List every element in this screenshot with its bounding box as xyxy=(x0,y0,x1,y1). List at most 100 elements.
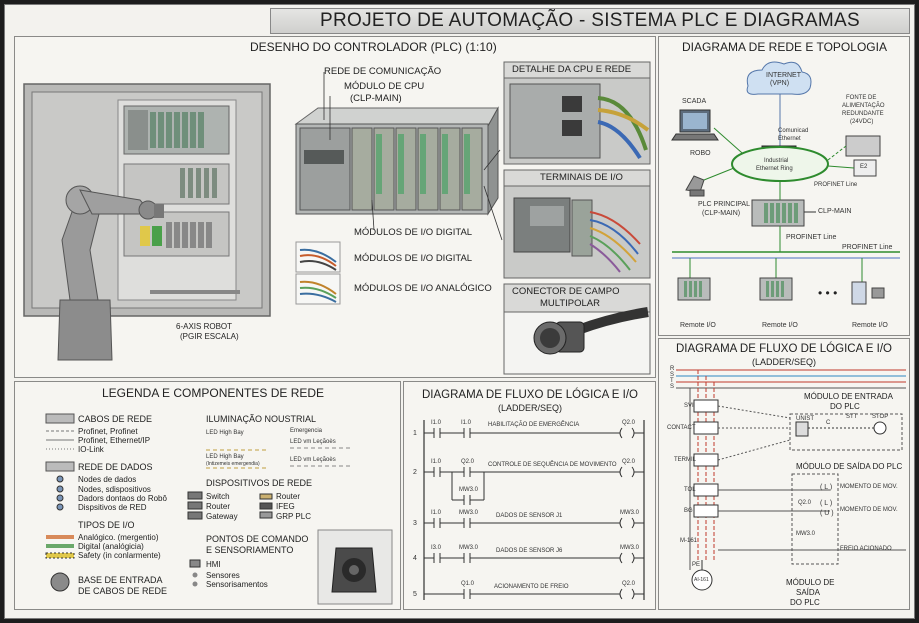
profinet-line-2: PROFINET Line xyxy=(786,234,837,241)
mw30-label: MW3.0 xyxy=(796,531,816,537)
ladder-title: DIAGRAMA DE FLUXO DE LÓGICA E I/O xyxy=(422,389,638,401)
rung-3-num: 3 xyxy=(413,520,417,527)
label-io-digital-2: MÓDULOS DE I/O DIGITAL xyxy=(354,253,473,264)
remote-io-3: Remote I/O xyxy=(852,322,888,329)
cpu-detail-title: DETALHE DA CPU E REDE xyxy=(512,64,632,75)
pontos-heading-1: PONTOS DE COMANDO xyxy=(206,534,309,544)
saida-heading: MÓDULO DE SAÍDA DO PLC xyxy=(796,462,903,471)
rung-5-desc: ACIONAMENTO DE FREIO xyxy=(494,584,569,590)
ai161-label: AI-161 xyxy=(694,577,709,583)
remote-io-1: Remote I/O xyxy=(680,322,716,329)
led-legacoes-2: LED vm Leçãoès xyxy=(290,457,336,463)
rung-3-coil: MW3.0 xyxy=(620,510,640,516)
led-high-bay: LED High Bay xyxy=(206,430,244,436)
rung-2-num: 2 xyxy=(413,469,417,476)
rung-5-coil: Q2.0 xyxy=(622,581,636,587)
fonte-label-1: FONTE DE xyxy=(846,95,877,101)
grp-plc-label: GRP PLC xyxy=(276,512,311,521)
base-2: DE CABOS DE REDE xyxy=(78,586,168,596)
legend-title: LEGENDA E COMPONENTES DE REDE xyxy=(102,386,325,400)
fonte-label-3: REDUNDANTE xyxy=(842,111,884,117)
fonte-label-2: ALIMENTAÇÃO xyxy=(842,103,885,109)
l2-label: ( L ) xyxy=(820,500,833,507)
label-modulo-cpu: MÓDULO DE CPU xyxy=(344,81,425,92)
saida-bottom-2: SAÍDA xyxy=(796,588,821,597)
gateway-label: Gateway xyxy=(206,512,238,521)
label-rede-comunicacao: REDE DE COMUNICAÇÃO xyxy=(324,66,442,77)
mom1-label: MOMENTO DE MOV. xyxy=(840,484,898,490)
profinet-line-3: PROFINET Line xyxy=(842,244,893,251)
l3-label: ( U ) xyxy=(820,510,834,517)
rung-2-branch: MW3.0 xyxy=(459,487,479,493)
plc-principal-sub: (CLP-MAIN) xyxy=(702,210,741,217)
rail-s: S xyxy=(670,372,675,378)
fonte-label-4: (24VDC) xyxy=(850,119,874,125)
rung-4-c1: I3.0 xyxy=(431,545,442,551)
robot-label: 6-AXIS ROBOT xyxy=(176,322,233,331)
rung-4-num: 4 xyxy=(413,555,417,562)
ladder2-title: DIAGRAMA DE FLUXO DE LÓGICA E I/O xyxy=(676,343,892,355)
label-modulo-cpu-sub: (CLP-MAIN) xyxy=(350,93,402,104)
dados-3: Dadors dontaos do Robô xyxy=(78,494,167,503)
l1-label: ( L ) xyxy=(820,484,833,491)
dados-4: Dispsitivos de RED xyxy=(78,503,147,512)
connector-title-2: MULTIPOLAR xyxy=(540,298,601,309)
tipo-3: Safety (in conlarmente) xyxy=(78,551,161,560)
rung-5-num: 5 xyxy=(413,591,417,598)
rung-4-c2: MW3.0 xyxy=(459,545,479,551)
plc-principal-label: PLC PRINCIPAL xyxy=(698,201,750,208)
q20-label: Q2.0 xyxy=(798,500,812,506)
remote-dots: • • • xyxy=(818,286,838,300)
tipos-heading: TIPOS DE I/O xyxy=(78,520,135,530)
ethernet-label: Ethernet xyxy=(778,136,801,142)
title-bar: PROJETO DE AUTOMAÇÃO - SISTEMA PLC E DIA… xyxy=(270,8,910,34)
contact-label: CONTACT xyxy=(667,425,696,431)
controller-title: DESENHO DO CONTROLADOR (PLC) (1:10) xyxy=(250,40,497,54)
rail-s2: S xyxy=(670,384,675,390)
sensoriamentos-label: Sensorisamentos xyxy=(206,580,268,589)
dados-1: Nodes de dados xyxy=(78,475,137,484)
scada-label: SCADA xyxy=(682,98,707,105)
rung-1-desc: HABILITAÇÃO DE EMERGÊNCIA xyxy=(488,422,580,428)
io-terminals-title: TERMINAIS DE I/O xyxy=(540,172,623,183)
led-high-bay-2: LED High Bay xyxy=(206,454,244,460)
entrada-1: MÓDULO DE ENTRADA xyxy=(804,392,893,401)
freio-label: FREIO ACIONADO xyxy=(840,546,892,552)
vpn-label: (VPN) xyxy=(770,80,790,87)
dados-heading: REDE DE DADOS xyxy=(78,462,153,472)
c-label: C xyxy=(826,420,831,426)
switch-label: Switch xyxy=(206,492,230,501)
termil-label: TERMIL xyxy=(674,457,697,463)
page-title: PROJETO DE AUTOMAÇÃO - SISTEMA PLC E DIA… xyxy=(320,10,860,31)
hmi-label: HMI xyxy=(206,560,221,569)
disp-heading: DISPOSITIVOS DE REDE xyxy=(206,478,313,488)
led-legacoes-1: LED vm Leçãoès xyxy=(290,439,336,445)
cabo-3: IO-Link xyxy=(78,445,104,454)
ifeg-label: IFEG xyxy=(276,502,295,511)
rail-r: R xyxy=(670,366,675,372)
ladder-panel xyxy=(403,381,656,610)
e2-label: E2 xyxy=(860,164,868,170)
ladder2-subtitle: (LADDER/SEQ) xyxy=(752,357,817,367)
rail-t: T xyxy=(670,378,674,384)
ilum-heading: ILUMINAÇÃO NOUSTRIAL xyxy=(206,414,317,424)
rung-4-desc: DADOS DE SENSOR J6 xyxy=(496,548,563,554)
internet-label: INTERNET xyxy=(766,72,801,79)
cabo-1: Profinet, Profinet xyxy=(78,427,138,436)
pontos-heading-2: E SENSORIAMENTO xyxy=(206,545,294,555)
saida-bottom-1: MÓDULO DE xyxy=(786,578,835,587)
label-io-digital-1: MÓDULOS DE I/O DIGITAL xyxy=(354,227,473,238)
cabos-heading: CABOS DE REDE xyxy=(78,414,153,424)
remote-io-2: Remote I/O xyxy=(762,322,798,329)
m161-label: M-161 xyxy=(680,538,698,544)
ring-label-2: Ethernet Ring xyxy=(756,166,793,172)
rung-3-c2: MW3.0 xyxy=(459,510,479,516)
pe-label: PE xyxy=(692,562,701,568)
rung-4-coil: MW3.0 xyxy=(620,545,640,551)
clp-main-label: CLP-MAIN xyxy=(818,208,852,215)
